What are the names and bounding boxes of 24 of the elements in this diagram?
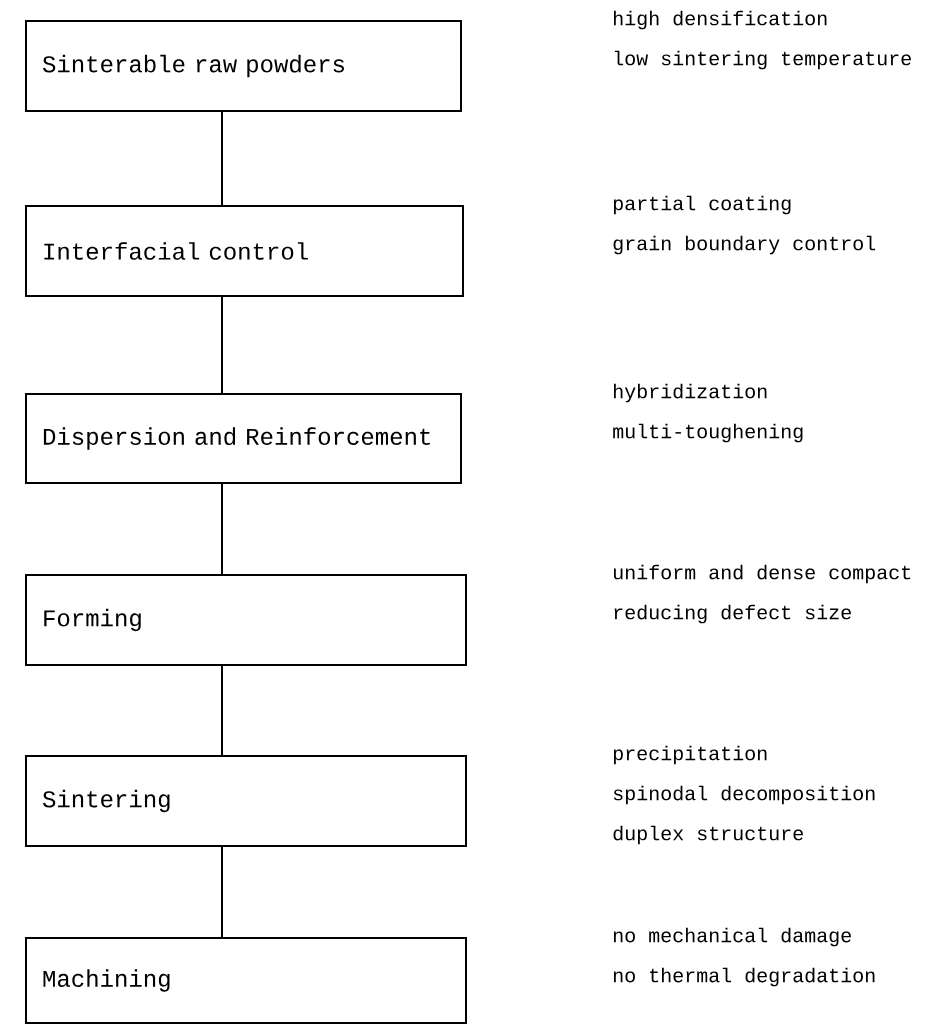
side-note: high densification (614, 10, 827, 30)
connector-line (221, 296, 223, 394)
connector-line (221, 483, 223, 575)
side-note: partial coating (613, 195, 791, 215)
process-box: Sintering (25, 755, 467, 847)
process-box: Machining (25, 937, 467, 1024)
side-note: no mechanical damage (613, 927, 851, 947)
side-note: precipitation (613, 745, 767, 765)
side-note: no thermal degradation (613, 967, 875, 987)
side-note: duplex structure (613, 825, 803, 845)
side-note: multi-toughening (613, 423, 803, 443)
connector-line (221, 111, 223, 206)
process-box: Dispersion and Reinforcement (25, 393, 462, 484)
side-note: grain boundary control (613, 235, 876, 255)
process-box: Sinterable raw powders (25, 20, 462, 112)
side-note: reducing defect size (614, 604, 851, 624)
side-note: low sintering temperature (614, 50, 911, 70)
connector-line (221, 846, 223, 938)
side-note: hybridization (614, 383, 767, 403)
connector-line (221, 665, 223, 756)
side-note: spinodal decomposition (613, 785, 875, 805)
process-box: Forming (25, 574, 467, 666)
side-note: uniform and dense compact (614, 564, 911, 584)
process-box: Interfacial control (25, 205, 464, 297)
